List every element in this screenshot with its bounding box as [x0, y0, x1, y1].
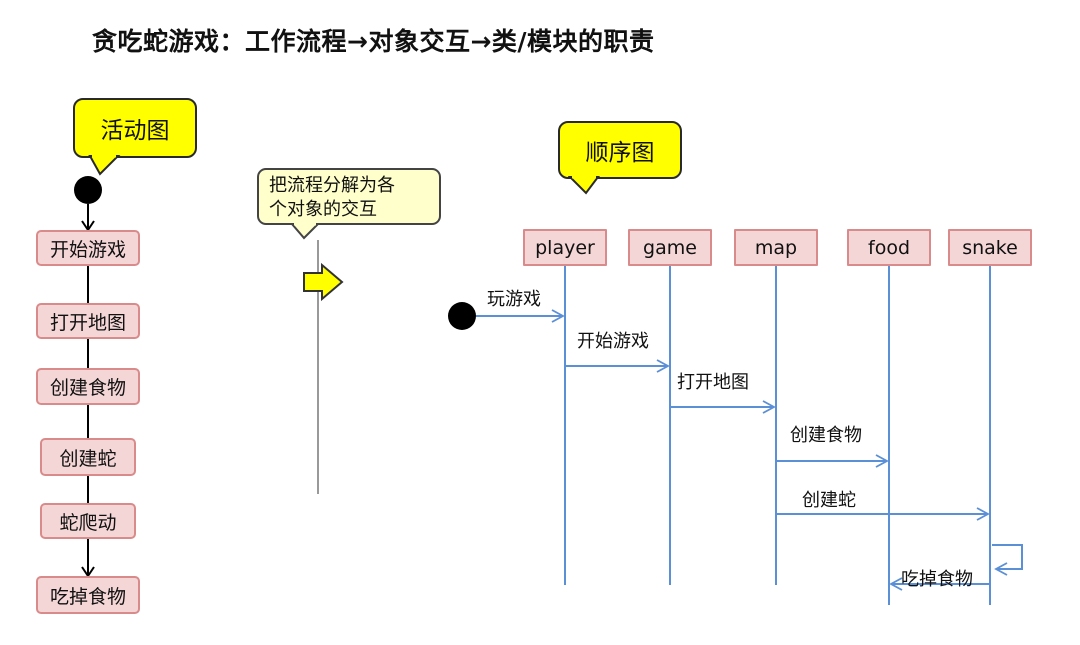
message-label-create-snake: 创建蛇: [802, 490, 856, 511]
activity-step-open-map: 打开地图: [36, 303, 140, 339]
note-line-1: 把流程分解为各: [269, 175, 395, 196]
decompose-note: 把流程分解为各 个对象的交互: [257, 168, 441, 225]
activity-step-start-game: 开始游戏: [36, 230, 140, 266]
message-label-play: 玩游戏: [487, 289, 541, 310]
activity-step-label: 打开地图: [49, 311, 126, 334]
activity-step-label: 开始游戏: [49, 238, 126, 261]
object-food: food: [847, 229, 931, 266]
sequence-callout-label: 顺序图: [585, 140, 655, 166]
object-label: game: [643, 236, 697, 259]
activity-step-eat-food: 吃掉食物: [36, 576, 140, 614]
note-tail: [290, 222, 321, 240]
sequence-diagram-callout: 顺序图: [558, 121, 682, 179]
object-label: map: [754, 236, 798, 259]
right-arrow-icon: [303, 262, 344, 302]
activity-step-create-food: 创建食物: [36, 368, 140, 405]
sequence-callout-tail: [568, 175, 600, 195]
activity-step-label: 吃掉食物: [49, 585, 126, 608]
message-label-eat-food: 吃掉食物: [901, 569, 973, 590]
activity-step-create-snake: 创建蛇: [40, 438, 136, 476]
object-map: map: [734, 229, 818, 266]
object-player: player: [523, 229, 607, 266]
object-label: player: [535, 236, 595, 259]
activity-step-label: 创建食物: [49, 377, 126, 399]
sequence-start-node: [448, 302, 476, 330]
object-snake: snake: [948, 229, 1032, 266]
message-label-open-map: 打开地图: [677, 372, 749, 393]
activity-step-snake-crawl: 蛇爬动: [40, 503, 136, 539]
object-label: food: [868, 236, 910, 259]
object-game: game: [628, 229, 712, 266]
message-arrow-self-snake: [992, 544, 1023, 576]
activity-diagram-callout: 活动图: [73, 98, 197, 158]
note-line-2: 个对象的交互: [269, 199, 377, 220]
diagram-title: 贪吃蛇游戏：工作流程→对象交互→类/模块的职责: [92, 27, 655, 56]
object-label: snake: [962, 236, 1018, 259]
message-label-start-game: 开始游戏: [577, 331, 649, 352]
activity-callout-label: 活动图: [100, 118, 170, 144]
message-label-create-food: 创建食物: [790, 425, 862, 446]
activity-start-node: [74, 176, 102, 204]
activity-callout-tail: [88, 154, 121, 176]
activity-step-label: 创建蛇: [59, 447, 117, 470]
activity-step-label: 蛇爬动: [59, 511, 117, 534]
